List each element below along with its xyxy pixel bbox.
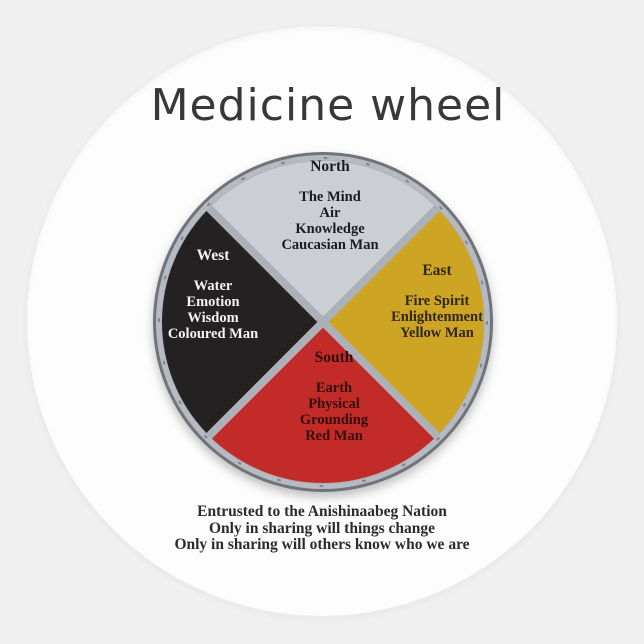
wedge-east bbox=[328, 211, 484, 433]
quadrant-south-line-1: Earth bbox=[315, 380, 353, 396]
quadrant-north-text: The Mind Air Knowledge Caucasian Man bbox=[156, 189, 504, 253]
quadrant-south-text: Earth Physical Grounding Red Man bbox=[259, 380, 409, 444]
quadrant-west-text: Water Emotion Wisdom Coloured Man bbox=[153, 278, 273, 342]
quadrant-north-line-3: Knowledge bbox=[295, 221, 365, 237]
quadrant-west: West Water Emotion Wisdom Coloured Man bbox=[153, 247, 273, 343]
dedication-line-3: Only in sharing will others know who we … bbox=[174, 536, 470, 553]
quadrant-north-line-4: Caucasian Man bbox=[281, 237, 379, 253]
medicine-wheel-graphic bbox=[153, 152, 493, 492]
quadrant-east: East Fire Spirit Enlightenment Yellow Ma… bbox=[377, 262, 497, 342]
medicine-wheel-diagram: North The Mind Air Knowledge Caucasian M… bbox=[149, 148, 497, 496]
quadrant-west-line-4: Coloured Man bbox=[167, 326, 259, 342]
quadrant-west-direction: West bbox=[196, 247, 230, 264]
quadrant-south: South Earth Physical Grounding Red Man bbox=[259, 349, 409, 445]
quadrant-north-direction: North bbox=[310, 158, 350, 175]
quadrant-west-line-2: Emotion bbox=[186, 294, 240, 310]
rim-rivets bbox=[158, 157, 488, 487]
sheen-overlay bbox=[212, 161, 434, 317]
quadrant-east-direction: East bbox=[422, 262, 452, 279]
page-title: Medicine wheel bbox=[150, 80, 506, 131]
quadrant-south-line-4: Red Man bbox=[305, 428, 363, 444]
quadrant-west-line-1: Water bbox=[193, 278, 233, 294]
quadrant-south-direction: South bbox=[314, 349, 354, 366]
dedication-line-1: Entrusted to the Anishinaabeg Nation bbox=[197, 503, 447, 520]
wheel-dividers bbox=[161, 160, 485, 484]
wedge-north bbox=[212, 161, 434, 317]
wedge-south bbox=[212, 327, 434, 483]
wedge-west bbox=[162, 211, 318, 433]
quadrant-east-line-1: Fire Spirit bbox=[404, 293, 470, 309]
quadrant-north-line-2: Air bbox=[319, 205, 341, 221]
quadrant-west-line-3: Wisdom bbox=[187, 310, 239, 326]
quadrant-north-line-1: The Mind bbox=[299, 189, 361, 205]
quadrant-south-line-2: Physical bbox=[308, 396, 360, 412]
dedication-line-2: Only in sharing will things change bbox=[208, 519, 436, 537]
quadrant-north: North The Mind Air Knowledge Caucasian M… bbox=[156, 158, 504, 254]
quadrant-east-line-2: Enlightenment bbox=[391, 309, 483, 325]
quadrant-south-line-3: Grounding bbox=[299, 412, 369, 428]
quadrant-east-line-3: Yellow Man bbox=[400, 325, 474, 341]
quadrant-east-text: Fire Spirit Enlightenment Yellow Man bbox=[377, 293, 497, 341]
dedication-text: Entrusted to the Anishinaabeg Nation Onl… bbox=[0, 503, 644, 554]
